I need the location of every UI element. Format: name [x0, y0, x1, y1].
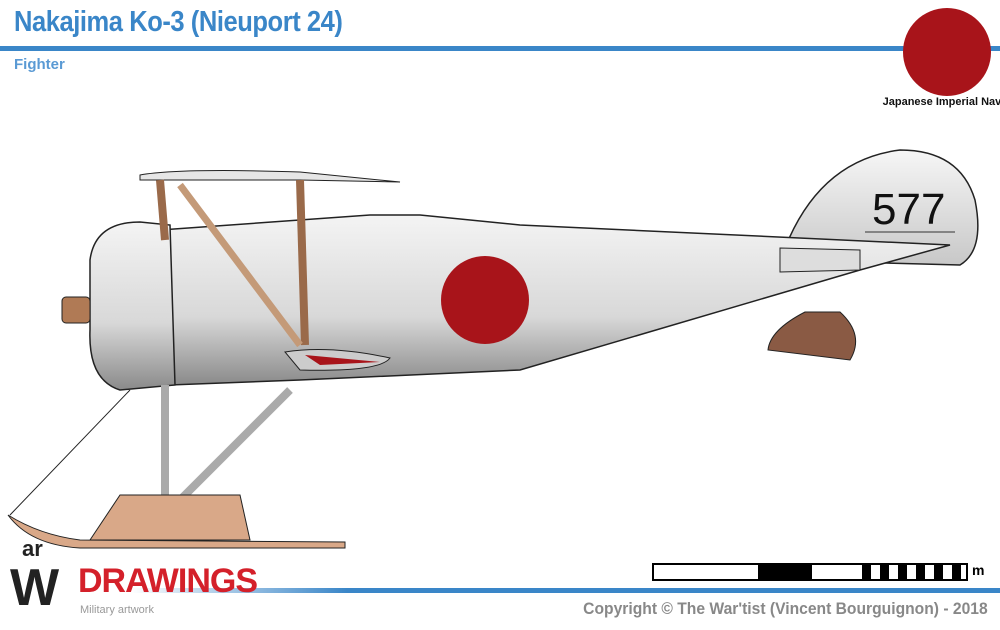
engine-cowling — [89, 221, 176, 391]
logo-w: W — [10, 559, 60, 617]
tail-number: 577 — [872, 185, 946, 234]
scale-checker — [862, 565, 966, 579]
propeller-hub — [61, 296, 91, 324]
tail-fin — [783, 149, 979, 266]
scale-unit: m — [972, 562, 985, 578]
fuselage — [159, 214, 951, 386]
aircraft-role: Fighter — [14, 56, 65, 73]
scale-segment — [654, 565, 758, 579]
tail-float — [767, 311, 857, 361]
logo-ar: ar — [22, 536, 43, 561]
aircraft-illustration — [7, 149, 979, 549]
insignia-label: Japanese Imperial Navy — [882, 96, 1000, 108]
fuselage-hinomaru — [441, 256, 529, 344]
front-strut — [156, 179, 169, 241]
logo-brand: DRAWINGS — [78, 562, 258, 600]
rear-strut — [296, 179, 309, 346]
header-divider — [0, 46, 1000, 51]
upper-wing — [139, 170, 401, 183]
footer-divider — [130, 588, 1000, 593]
hinomaru-roundel — [903, 8, 991, 96]
scale-segment — [812, 565, 862, 579]
wing-marking — [305, 355, 380, 365]
scale-bar — [652, 563, 968, 581]
page-title: Nakajima Ko-3 (Nieuport 24) — [14, 6, 343, 38]
copyright: Copyright © The War'tist (Vincent Bourgu… — [583, 599, 988, 618]
bracing-wire — [9, 389, 131, 516]
tailplane — [779, 247, 861, 273]
logo-tagline: Military artwork — [80, 604, 154, 616]
ski — [7, 514, 346, 549]
diagonal-strut — [177, 182, 303, 348]
ski-block — [89, 494, 251, 541]
scale-segment — [758, 565, 812, 579]
